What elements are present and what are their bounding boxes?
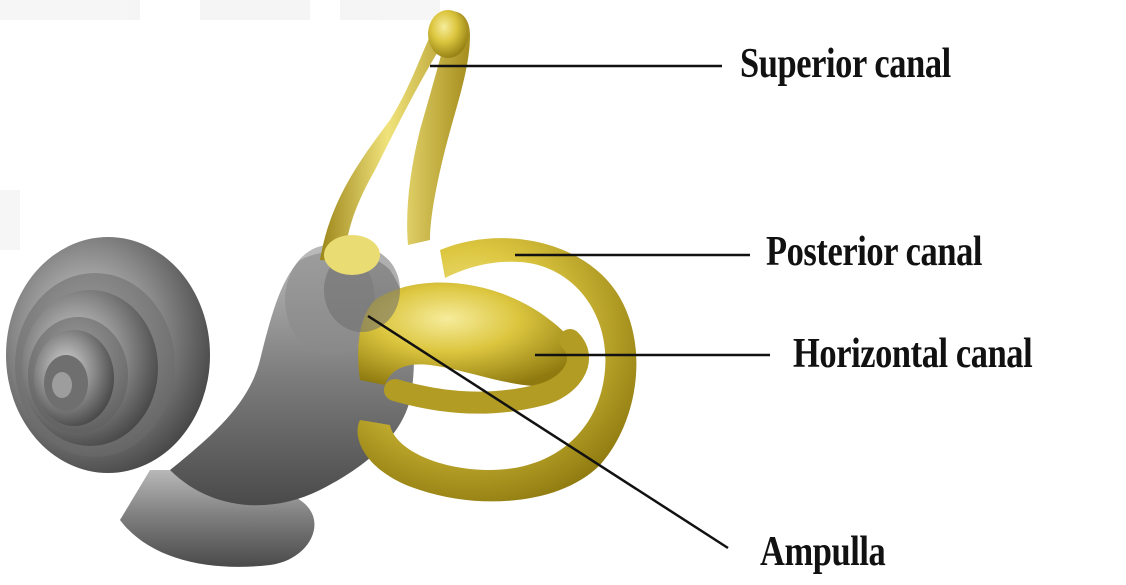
label-superior-canal: Superior canal	[740, 40, 951, 88]
label-posterior-canal: Posterior canal	[766, 228, 982, 276]
background-artifacts	[0, 0, 440, 250]
ampulla	[324, 235, 400, 332]
label-horizontal-canal: Horizontal canal	[793, 330, 1032, 378]
superior-canal	[320, 10, 470, 262]
label-ampulla: Ampulla	[760, 528, 885, 576]
